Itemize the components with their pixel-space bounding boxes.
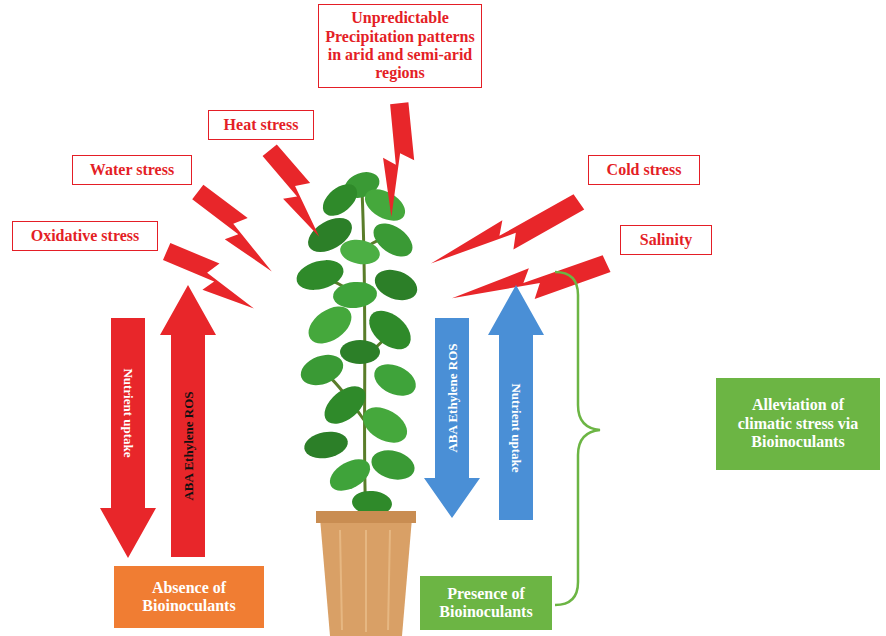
down-arrow: Nutrient uptake — [100, 318, 156, 558]
stress-box: Unpredictable Precipitation patterns in … — [318, 4, 482, 88]
stress-bolts — [158, 102, 612, 319]
arrow-body — [424, 318, 480, 518]
box-label: Water stress — [90, 161, 174, 179]
stress-box: Salinity — [620, 225, 712, 255]
condition-box: Absence of Bioinoculants — [114, 566, 264, 628]
box-label: Unpredictable Precipitation patterns in … — [325, 9, 475, 83]
leaf — [338, 237, 382, 268]
leaf — [357, 400, 414, 450]
leaf — [324, 453, 375, 498]
stress-box: Heat stress — [208, 110, 314, 140]
wood-grain — [340, 530, 390, 632]
box-label: Alleviation of climatic stress via Bioin… — [723, 396, 873, 451]
down-arrow: ABA Ethylene ROS — [424, 318, 480, 518]
box-label: Cold stress — [607, 161, 682, 179]
box-label: Oxidative stress — [31, 227, 140, 245]
up-arrow: Nutrient uptake — [488, 285, 544, 520]
wooden-pot — [316, 511, 416, 636]
leaf — [302, 428, 350, 461]
box-label: Absence of Bioinoculants — [121, 579, 257, 616]
stress-box: Cold stress — [588, 155, 700, 185]
arrow-label: ABA Ethylene ROS — [446, 343, 459, 452]
leaf — [340, 340, 380, 364]
box-label: Heat stress — [224, 116, 299, 134]
lightning-bolt — [187, 179, 287, 279]
arrow-label: Nutrient uptake — [122, 368, 135, 457]
condition-box: Presence of Bioinoculants — [420, 576, 552, 630]
arrow-body — [488, 285, 544, 520]
stress-box: Oxidative stress — [12, 221, 158, 251]
arrow-body — [160, 285, 216, 557]
pot-body — [320, 518, 412, 636]
arrow-label: Nutrient uptake — [510, 383, 523, 472]
arrow-label: ABA Ethylene ROS — [182, 391, 195, 500]
leaf — [297, 349, 348, 390]
lightning-bolt — [257, 140, 337, 242]
box-label: Salinity — [640, 231, 692, 249]
box-label: Presence of Bioinoculants — [427, 585, 545, 622]
leaf — [368, 446, 418, 484]
leaf — [369, 358, 421, 402]
lightning-bolt — [427, 188, 588, 282]
curly-bracket — [555, 272, 600, 605]
result-box: Alleviation of climatic stress via Bioin… — [716, 378, 880, 470]
leaf — [317, 178, 363, 222]
lightning-bolt — [449, 249, 612, 318]
arrow-body — [100, 318, 156, 558]
lightning-bolt — [381, 102, 416, 218]
leaf — [371, 264, 422, 305]
leaf — [359, 183, 410, 228]
leaf — [332, 280, 378, 310]
plant-leaves — [293, 168, 421, 517]
stress-box: Water stress — [72, 155, 192, 185]
up-arrow: ABA Ethylene ROS — [160, 285, 216, 557]
pot-rim — [316, 511, 416, 523]
